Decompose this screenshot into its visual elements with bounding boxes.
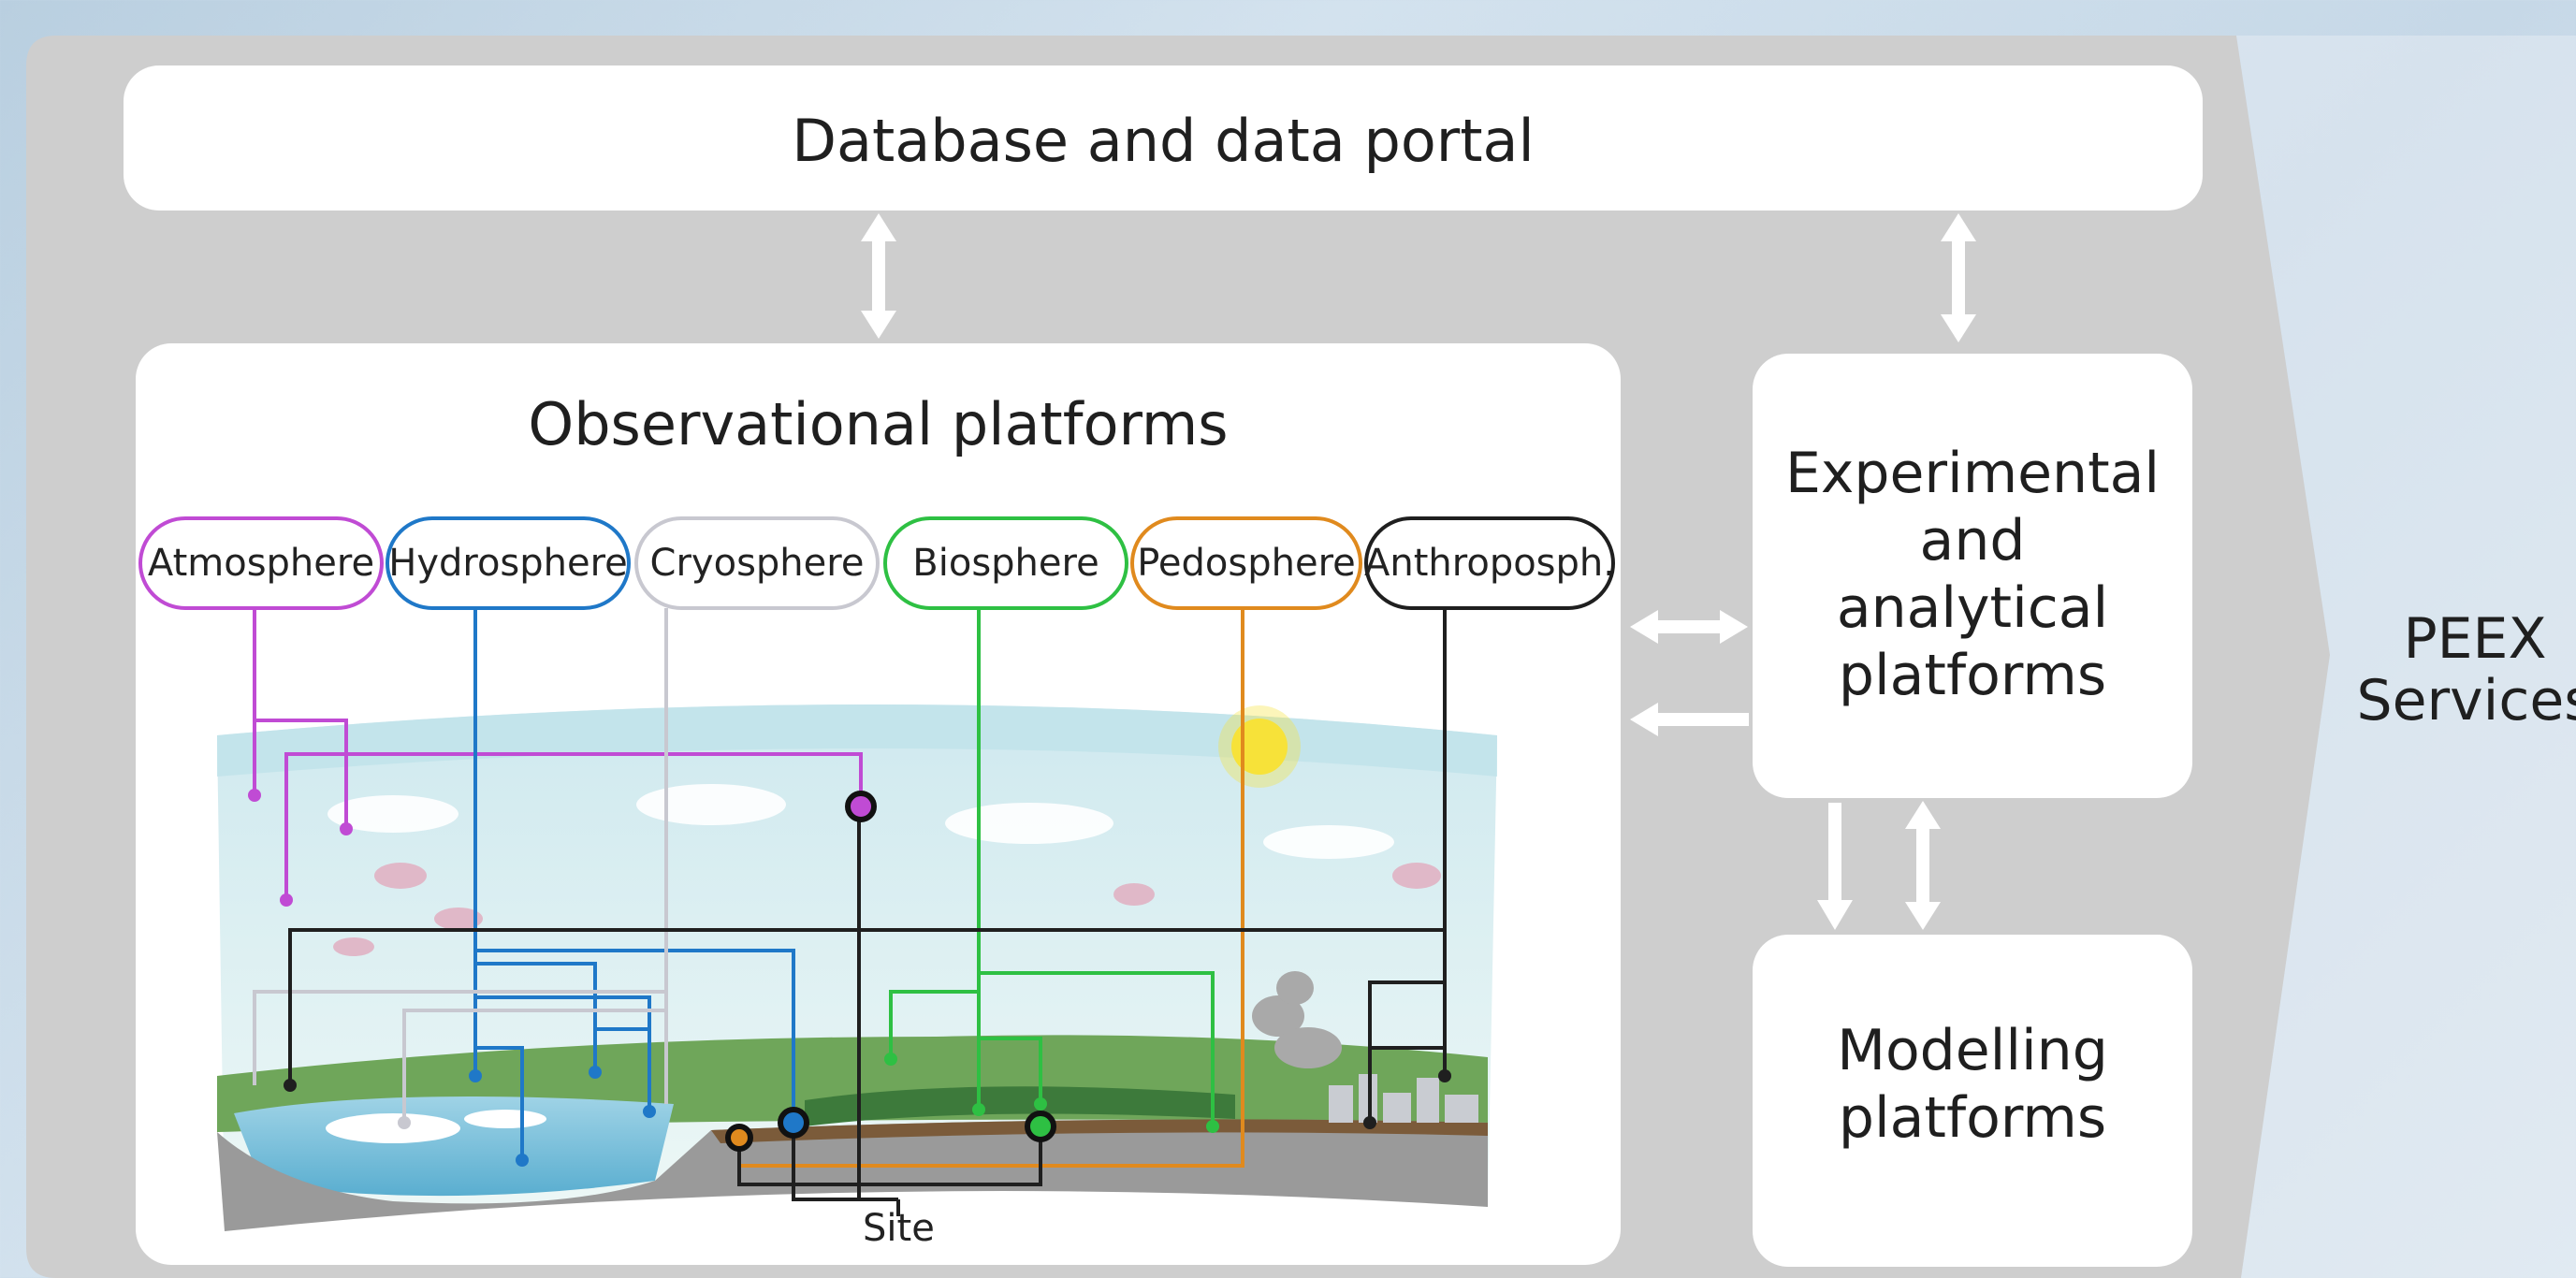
services-arrow-point xyxy=(2236,36,2576,1278)
modelling-line-2: platforms xyxy=(1838,1085,2107,1151)
peex-line-2: Services xyxy=(2356,668,2576,733)
anthroposphere-label-pill: Anthroposph. xyxy=(1364,516,1615,610)
obs-exp-double-arrow xyxy=(1630,610,1748,644)
soil-ground xyxy=(217,1119,1488,1231)
forest-strip xyxy=(805,1086,1235,1126)
database-portal-label: Database and data portal xyxy=(792,107,1535,175)
biosphere-sensor-dots xyxy=(884,1053,1219,1133)
biosphere-connectors xyxy=(889,608,1215,1126)
sun-icon xyxy=(1231,719,1288,775)
hydrosphere-label-pill: Hydrosphere xyxy=(386,516,631,610)
hydrosphere-sensor-dots xyxy=(469,1066,656,1167)
exp-obs-arrow xyxy=(1630,703,1749,736)
anthroposphere-sensor-dots xyxy=(284,1069,1451,1129)
atmosphere-label-pill: Atmosphere xyxy=(138,516,384,610)
anthroposphere-label: Anthroposph. xyxy=(1364,542,1615,585)
peex-line-1: PEEX xyxy=(2403,606,2547,672)
modelling-platforms-label: Modelling platforms xyxy=(1753,1017,2192,1152)
experimental-line-1: Experimental xyxy=(1784,441,2161,506)
anthroposphere-connectors xyxy=(288,608,1447,1216)
atmosphere-connectors xyxy=(253,608,863,900)
atmosphere-label: Atmosphere xyxy=(147,542,375,585)
soil-layer xyxy=(711,1119,1488,1143)
cryosphere-label-pill: Cryosphere xyxy=(634,516,880,610)
db-exp-double-arrow xyxy=(1941,213,1976,342)
site-hub-markers xyxy=(725,791,1056,1152)
mod-exp-double-arrow xyxy=(1905,801,1941,930)
smoke-icon xyxy=(1252,971,1342,1068)
atmosphere-band xyxy=(217,704,1497,777)
peex-services-label: PEEX Services xyxy=(2335,608,2576,732)
pedosphere-label-pill: Pedosphere xyxy=(1130,516,1362,610)
hydrosphere-connectors xyxy=(473,608,795,1160)
observational-platforms-label: Observational platforms xyxy=(528,390,1229,458)
biosphere-label-pill: Biosphere xyxy=(883,516,1128,610)
experimental-line-3: analytical xyxy=(1836,575,2109,641)
experimental-platforms-box: Experimental and analytical platforms xyxy=(1753,354,2192,798)
exp-mod-down-arrow xyxy=(1817,803,1853,930)
db-obs-double-arrow xyxy=(861,213,896,339)
database-portal-box: Database and data portal xyxy=(124,65,2203,211)
cryosphere-connectors xyxy=(253,608,668,1123)
iceberg-icon xyxy=(464,1110,546,1128)
experimental-line-2: and xyxy=(1919,508,2026,574)
cloud-icon xyxy=(327,784,1394,859)
hydrosphere-label: Hydrosphere xyxy=(388,542,628,585)
modelling-platforms-box: Modelling platforms xyxy=(1753,935,2192,1267)
site-label: Site xyxy=(863,1207,935,1250)
cryosphere-label: Cryosphere xyxy=(649,542,865,585)
modelling-line-1: Modelling xyxy=(1837,1018,2108,1083)
pedosphere-label: Pedosphere xyxy=(1137,542,1356,585)
cryosphere-sensor-dots xyxy=(398,1116,411,1129)
biosphere-label: Biosphere xyxy=(912,542,1099,585)
iceberg-icon xyxy=(326,1113,460,1143)
city-icon xyxy=(1329,1074,1478,1123)
experimental-platforms-label: Experimental and analytical platforms xyxy=(1753,440,2192,709)
sun-glow xyxy=(1218,705,1301,788)
atmosphere-sensor-dots xyxy=(248,789,353,907)
experimental-line-4: platforms xyxy=(1838,643,2107,708)
pollution-cloud-icon xyxy=(333,863,1441,956)
